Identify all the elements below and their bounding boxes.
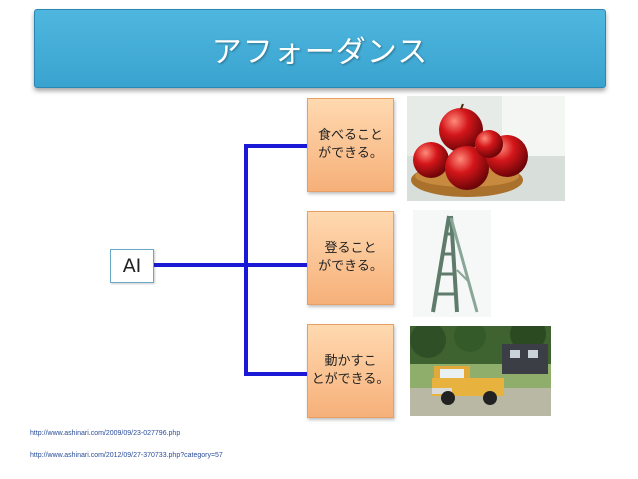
ladder-image	[413, 210, 491, 317]
action-line-2: ができる。	[318, 146, 383, 161]
root-node: AI	[110, 249, 154, 283]
action-line-1: 登ること	[324, 241, 377, 256]
action-box-eat: 食べることができる。	[307, 98, 394, 192]
action-line-1: 動かすこ	[324, 354, 377, 369]
ladder-photo	[413, 210, 491, 317]
action-line-1: 食べること	[317, 128, 383, 143]
action-line-2: とができる。	[311, 372, 390, 387]
credit-link-1[interactable]: http://www.ashinari.com/2009/09/23-02779…	[30, 430, 181, 437]
credit-link-2[interactable]: http://www.ashinari.com/2012/09/27-37073…	[30, 452, 223, 459]
action-box-move: 動かすことができる。	[307, 324, 394, 418]
apples-image	[407, 96, 565, 201]
apples-photo	[407, 96, 565, 201]
title-banner: アフォーダンス	[34, 9, 606, 88]
slide-title: アフォーダンス	[211, 34, 429, 70]
action-line-2: ができる。	[318, 259, 383, 274]
root-label: AI	[122, 255, 142, 277]
truck-photo	[410, 326, 551, 416]
truck-image	[410, 326, 551, 416]
action-box-climb: 登ることができる。	[307, 211, 394, 305]
